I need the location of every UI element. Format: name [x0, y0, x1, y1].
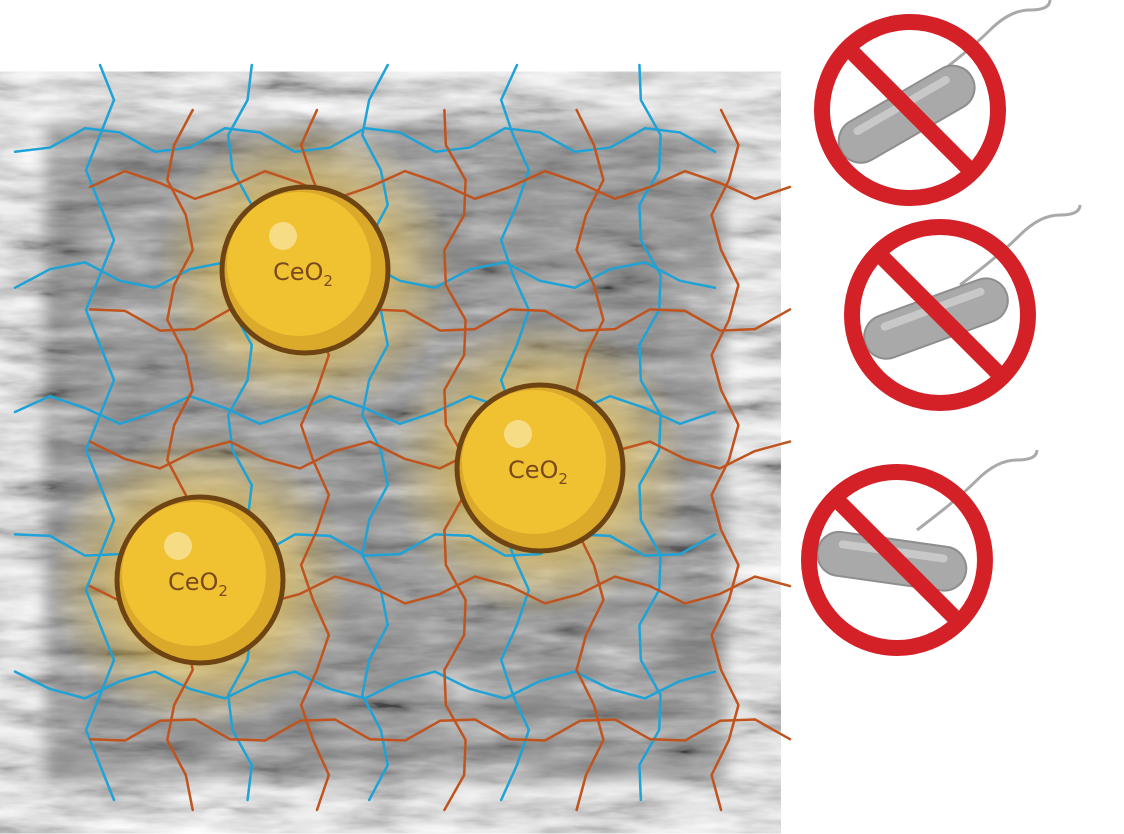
vertical-polymer-strand — [710, 108, 740, 812]
horizontal-polymer-strand — [88, 308, 792, 332]
prohibition-circle — [814, 14, 1006, 206]
vertical-polymer-strand — [166, 108, 194, 812]
vertical-polymer-strand — [361, 63, 389, 802]
prohibition-slash — [872, 247, 1008, 383]
ceria-nanoparticle: CeO2 — [454, 382, 626, 554]
prohibition-slash — [842, 42, 978, 178]
ceria-nanoparticle: CeO2 — [219, 184, 391, 356]
particle-label: CeO2 — [508, 456, 568, 488]
no-bacteria-icon — [801, 449, 1039, 656]
ceria-nanoparticle: CeO2 — [114, 494, 286, 666]
prohibition-circle — [844, 219, 1036, 411]
no-bacteria-signs — [801, 0, 1082, 656]
flagellum — [929, 0, 1052, 82]
horizontal-polymer-strand — [13, 394, 717, 426]
horizontal-polymer-strand — [13, 126, 717, 154]
no-bacteria-icon — [814, 0, 1052, 206]
particle-label: CeO2 — [168, 568, 228, 600]
prohibition-circle — [801, 464, 993, 656]
horizontal-polymer-strand — [88, 718, 792, 742]
prohibition-slash — [829, 492, 965, 628]
horizontal-polymer-strand — [13, 670, 717, 700]
particle-label: CeO2 — [273, 258, 333, 290]
vertical-polymer-strand — [84, 63, 116, 802]
flagellum — [916, 449, 1039, 532]
horizontal-polymer-strand — [88, 169, 792, 201]
horizontal-polymer-strand — [88, 440, 792, 470]
flagellum — [959, 204, 1082, 287]
no-bacteria-icon — [844, 204, 1082, 411]
vertical-polymer-strand — [226, 63, 254, 802]
